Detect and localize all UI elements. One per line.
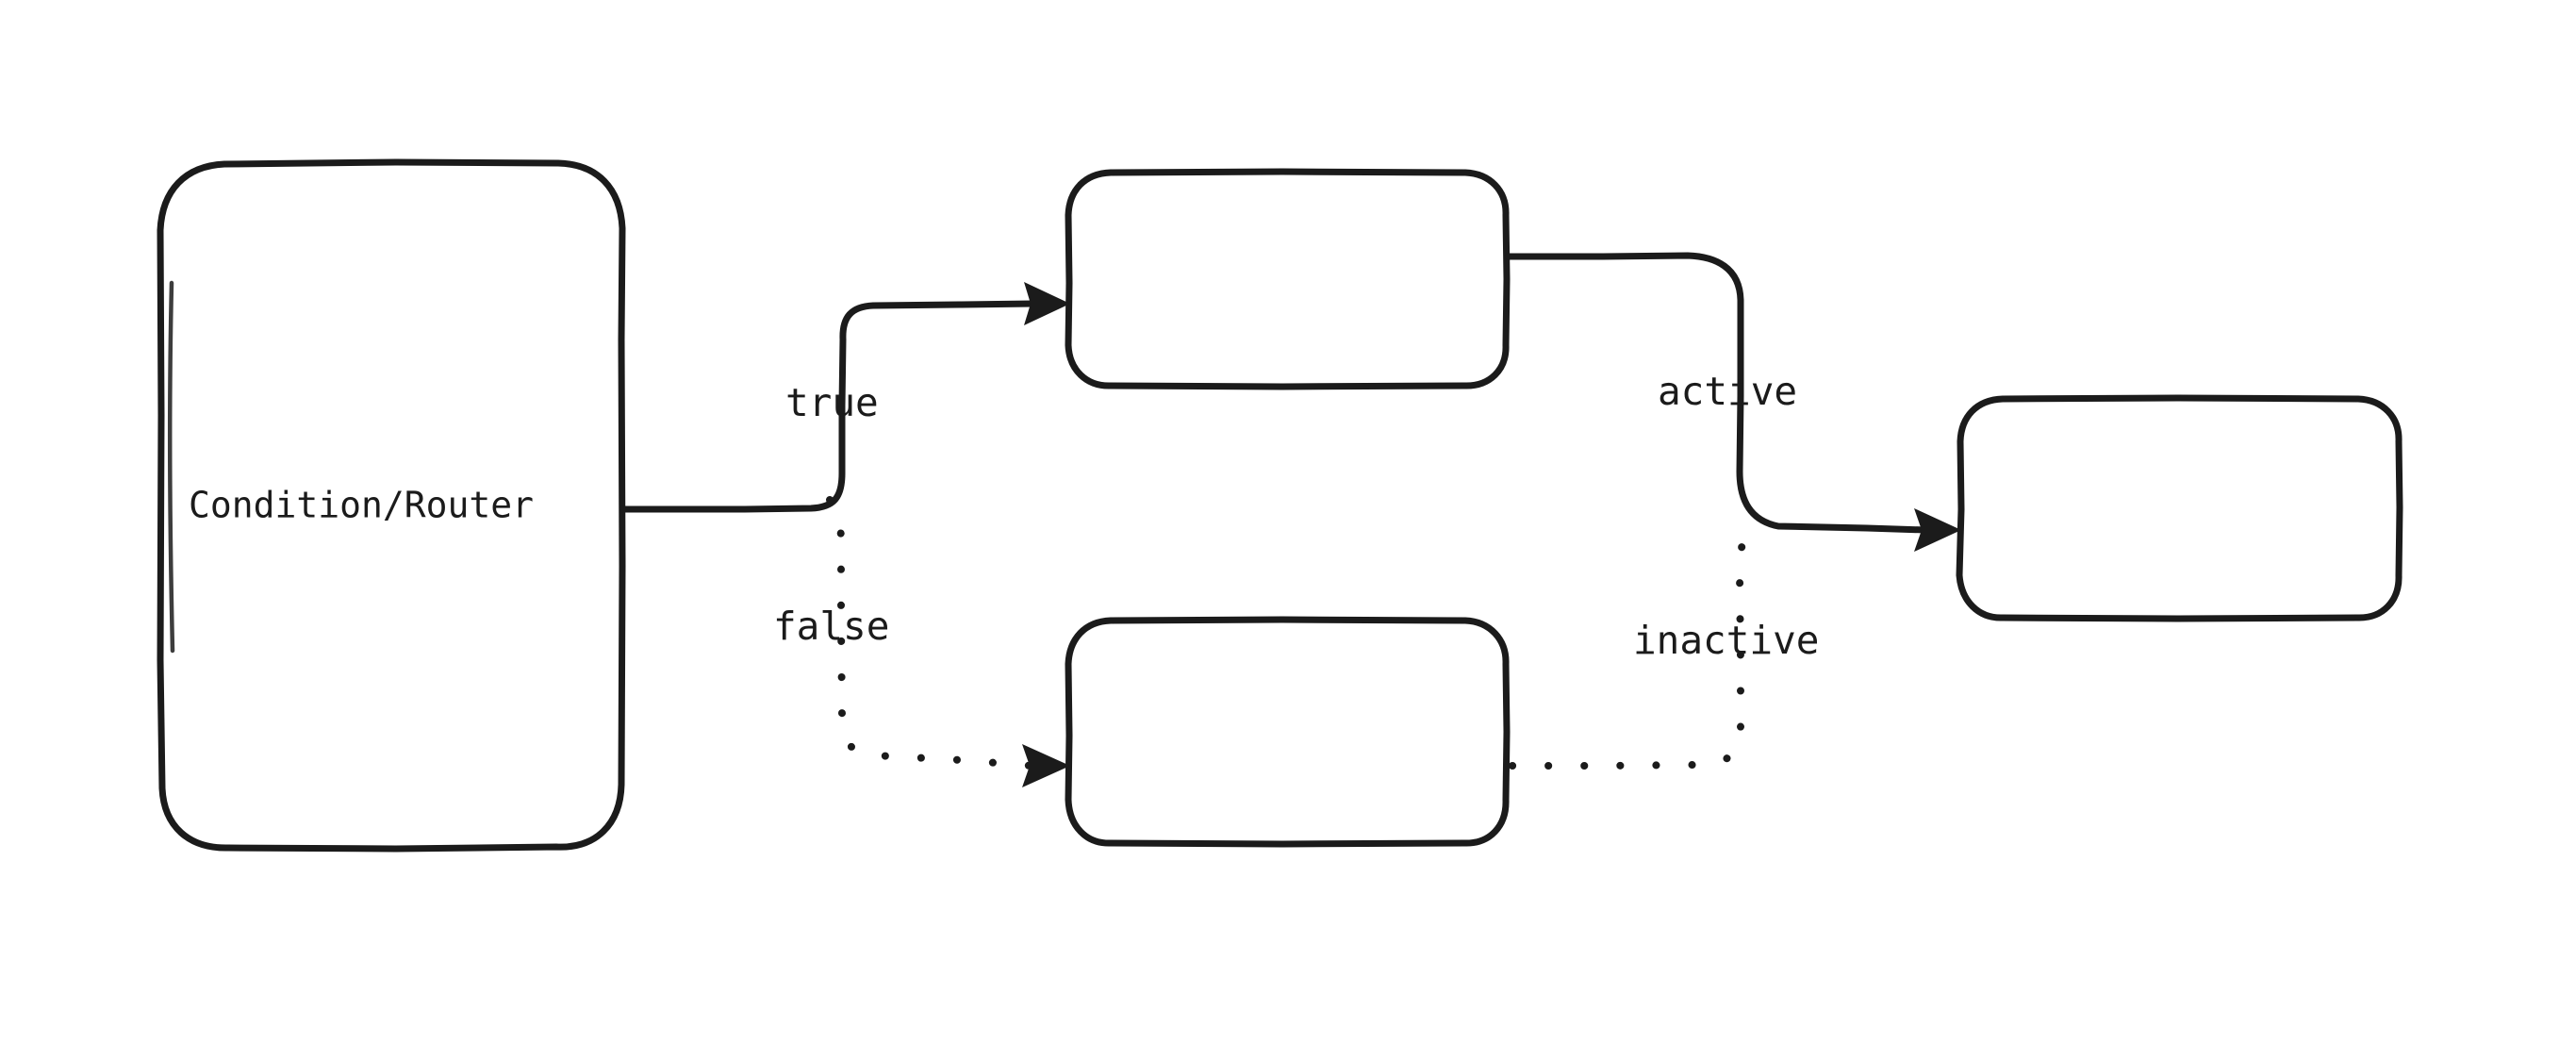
node-merge-target-outline	[1956, 394, 2403, 622]
edge-false-label: false	[773, 604, 889, 649]
edge-active-label: active	[1658, 369, 1797, 414]
node-condition-router-label: Condition/Router	[189, 485, 534, 526]
edge-active: active	[1505, 252, 1961, 552]
edge-inactive-path	[1509, 536, 1748, 770]
edge-active-arrowhead	[1914, 508, 1961, 552]
node-condition-router-outline	[157, 158, 626, 853]
edge-true-arrowhead	[1024, 282, 1070, 325]
node-false-branch-outline	[1065, 616, 1511, 848]
node-false-branch[interactable]	[1065, 616, 1511, 848]
node-true-branch-outline	[1065, 168, 1511, 390]
edge-active-path	[1505, 252, 1929, 534]
node-condition-router-sketch	[167, 280, 175, 654]
edge-true: true	[619, 282, 1070, 513]
edge-inactive-label: inactive	[1633, 618, 1819, 663]
edge-false-arrowhead	[1022, 744, 1070, 787]
node-merge-target[interactable]	[1956, 394, 2403, 622]
edge-true-label: true	[785, 380, 879, 425]
edge-false: false	[773, 496, 1070, 787]
node-condition-router[interactable]: Condition/Router	[157, 158, 626, 853]
node-true-branch[interactable]	[1065, 168, 1511, 390]
edge-false-path	[826, 496, 1035, 770]
edge-inactive: inactive	[1509, 536, 1819, 770]
edge-true-path	[619, 300, 1037, 513]
